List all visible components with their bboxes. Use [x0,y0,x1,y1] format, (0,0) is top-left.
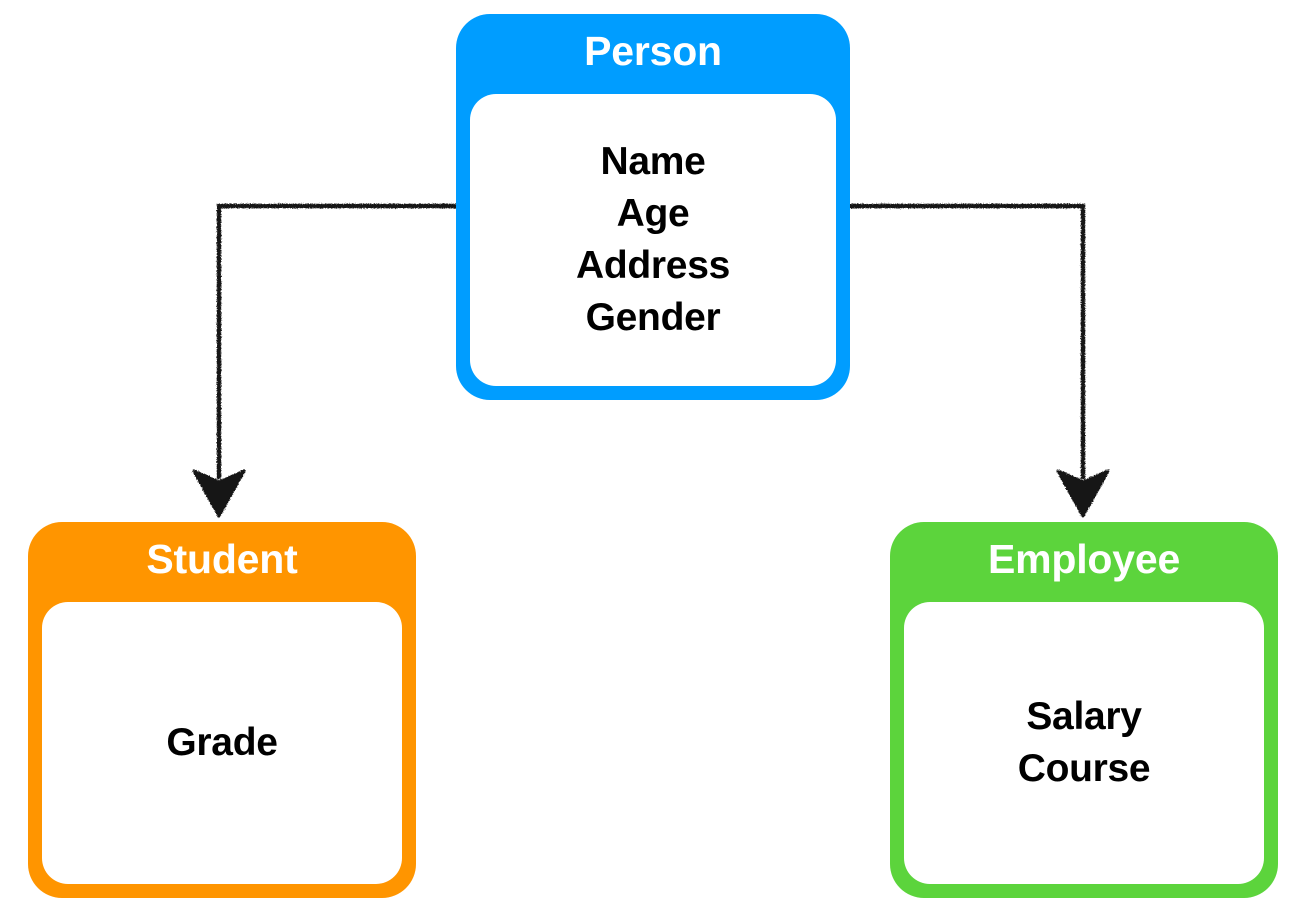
attribute-item: Course [1017,747,1151,790]
class-card-employee[interactable]: Employee Salary Course [890,522,1278,898]
class-title-person: Person [584,28,722,74]
attribute-list-student: Grade [166,717,278,769]
class-body-person: Name Age Address Gender [470,94,836,386]
attribute-item: Grade [166,721,278,764]
class-card-student[interactable]: Student Grade [28,522,416,898]
class-title-employee: Employee [987,536,1181,582]
connector-person-to-employee [847,203,1110,518]
attribute-item: Address [576,244,730,287]
class-title-student: Student [146,536,298,582]
class-body-student: Grade [42,602,402,884]
attribute-item: Gender [585,296,721,339]
class-body-employee: Salary Course [904,602,1264,884]
attribute-item: Age [616,192,690,235]
attribute-item: Name [600,140,706,183]
attribute-item: Salary [1026,695,1142,738]
connector-person-to-student [192,203,459,518]
class-card-person[interactable]: Person Name Age Address Gender [456,14,850,400]
attribute-list-employee: Salary Course [1018,691,1151,795]
attribute-list-person: Name Age Address Gender [576,136,730,344]
